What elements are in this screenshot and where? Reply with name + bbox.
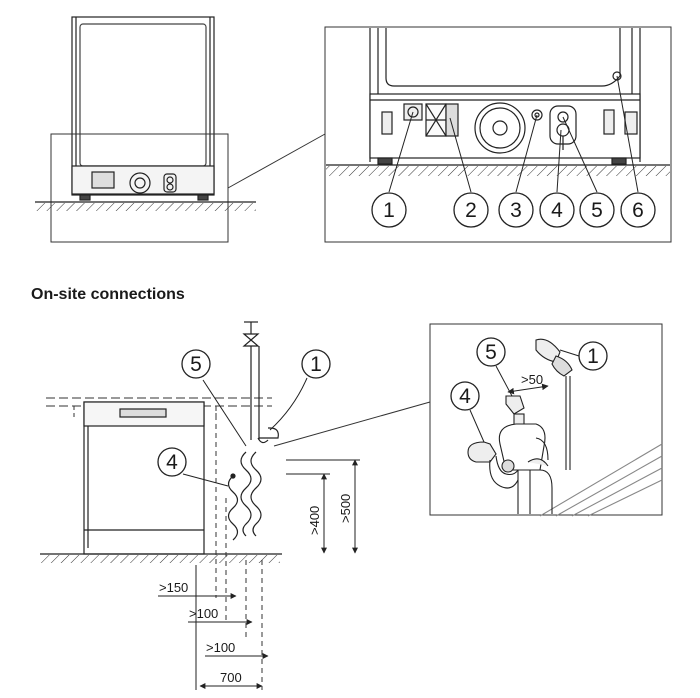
dishwasher-body: [71, 16, 215, 196]
section-heading: On-site connections: [31, 286, 185, 303]
svg-text:5: 5: [190, 353, 202, 376]
callout-3: 3: [498, 192, 534, 228]
callout-5: 5: [579, 192, 615, 228]
dishwasher-overview: [71, 16, 215, 201]
svg-text:4: 4: [166, 451, 178, 474]
dim-150: >150: [159, 580, 188, 595]
callout-1: 1: [371, 192, 407, 228]
dim-100-a: >100: [189, 606, 218, 621]
width-dims: [158, 565, 269, 690]
svg-text:4: 4: [459, 385, 471, 408]
svg-text:2: 2: [465, 199, 477, 222]
svg-text:1: 1: [587, 345, 599, 368]
callout-2: 2: [453, 192, 489, 228]
detail-callout-5: 5: [476, 337, 513, 397]
site-callout-1: 1: [269, 349, 331, 431]
svg-text:4: 4: [551, 199, 563, 222]
detail-callout-1: 1: [559, 341, 608, 371]
svg-text:1: 1: [310, 353, 322, 376]
drain-hose: [227, 451, 262, 541]
dishwasher-front: [83, 401, 205, 555]
dim-700: 700: [220, 670, 242, 685]
inlet-connection: [257, 427, 279, 444]
leader-line: [227, 133, 326, 189]
detail-callout-4: 4: [450, 381, 485, 443]
connection-detail: [467, 338, 663, 517]
svg-text:5: 5: [591, 199, 603, 222]
height-dims: [286, 459, 360, 554]
svg-text:5: 5: [485, 341, 497, 364]
dim-400: >400: [307, 506, 322, 535]
water-supply-pipe: [242, 321, 260, 440]
svg-text:1: 1: [383, 199, 395, 222]
site-callout-5: 5: [181, 349, 247, 447]
floor-left: [35, 201, 256, 211]
dim-500: >500: [338, 494, 353, 523]
base-detail: [369, 28, 641, 165]
callout-4: 4: [539, 192, 575, 228]
callout-leaders: [388, 75, 639, 193]
callout-6: 6: [620, 192, 656, 228]
dim-100-b: >100: [206, 640, 235, 655]
svg-text:3: 3: [510, 199, 522, 222]
dim-50: >50: [521, 372, 543, 387]
svg-text:6: 6: [632, 199, 644, 222]
dashed-guides: [215, 406, 263, 690]
floor-right: [326, 164, 670, 176]
site-callout-4: 4: [157, 447, 229, 487]
detail-leader: [273, 401, 431, 447]
floor-site: [40, 553, 282, 563]
